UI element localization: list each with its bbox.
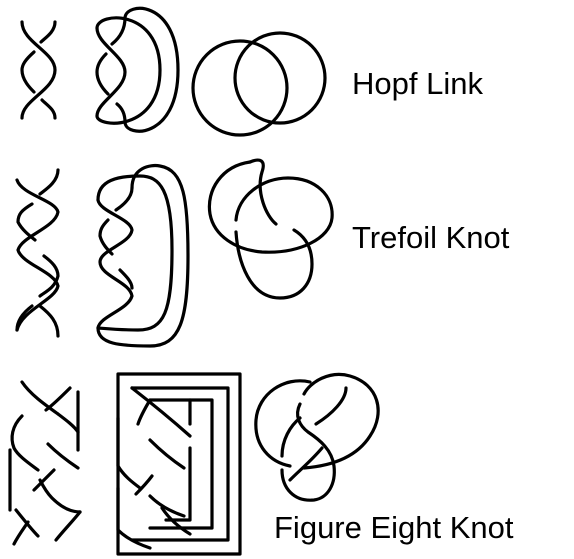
trefoil-knot-label: Trefoil Knot: [352, 222, 509, 253]
hopf-braid-closure: [97, 8, 178, 131]
figure-eight-knot: [256, 374, 378, 500]
hopf-link-label: Hopf Link: [352, 68, 483, 99]
hopf-link: [193, 33, 325, 135]
figure-eight-knot-label: Figure Eight Knot: [274, 512, 514, 543]
hopf-braid: [22, 22, 55, 118]
figure-eight-braid-closure: [118, 374, 240, 554]
trefoil-braid: [17, 170, 58, 336]
trefoil-braid-closure: [98, 166, 188, 346]
figure-eight-braid: [10, 382, 80, 544]
trefoil-knot: [209, 160, 332, 298]
